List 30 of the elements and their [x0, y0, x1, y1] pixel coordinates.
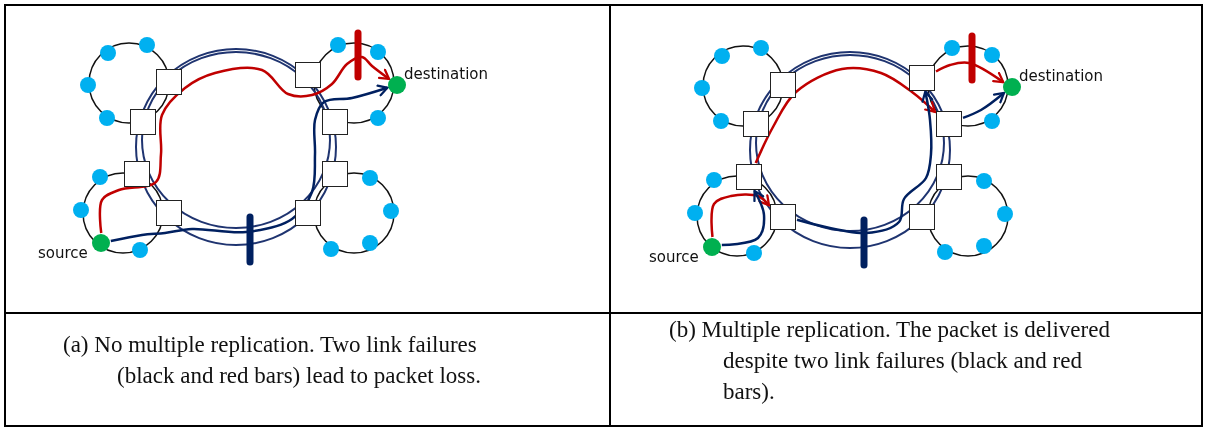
- switch-box: [156, 200, 182, 226]
- host-label: source: [649, 248, 699, 266]
- switch-box: [736, 164, 762, 190]
- caption: (a) No multiple replication. Two link failures (black and red bars) lead to packet loss.: [63, 331, 483, 390]
- switch-box: [936, 111, 962, 137]
- switch-box: [909, 65, 935, 91]
- switch-box: [743, 111, 769, 137]
- packet-path-arrow: [796, 90, 934, 235]
- switch-box: [909, 204, 935, 230]
- packet-path-arrow: [754, 66, 937, 164]
- switch-box: [124, 161, 150, 187]
- packet-path-arrow: [710, 193, 771, 238]
- host-label: source: [38, 244, 88, 262]
- packet-path-arrow: [110, 84, 389, 243]
- host-label: destination: [404, 65, 489, 83]
- switch-box: [130, 109, 156, 135]
- host-label: destination: [1019, 67, 1104, 85]
- switch-box: [936, 164, 962, 190]
- packet-path-arrow: [721, 189, 766, 247]
- switch-box: [322, 161, 348, 187]
- switch-box: [295, 62, 321, 88]
- switch-box: [156, 69, 182, 95]
- switch-box: [322, 109, 348, 135]
- packet-path-arrow: [935, 61, 1005, 84]
- packet-path-arrow: [98, 55, 391, 234]
- switch-box: [770, 72, 796, 98]
- caption: (b) Multiple replication. The packet is delivered despite two link failures (black and red bars).: [669, 316, 1111, 406]
- switch-box: [770, 204, 796, 230]
- packet-path-arrow: [962, 91, 1006, 120]
- switch-box: [295, 200, 321, 226]
